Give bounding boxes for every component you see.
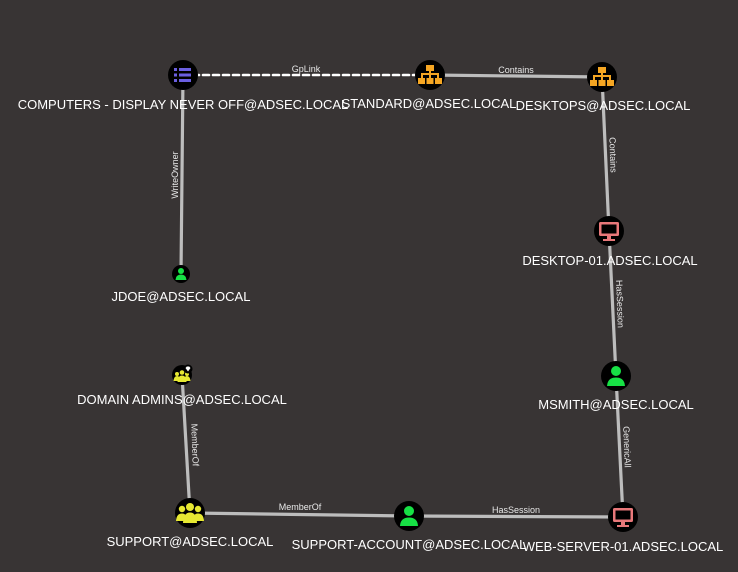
user-icon [400, 506, 418, 526]
node-jdoe[interactable]: JDOE@ADSEC.LOCAL [112, 265, 251, 304]
node-gpo[interactable]: COMPUTERS - DISPLAY NEVER OFF@ADSEC.LOCA… [18, 60, 349, 112]
node-label: STANDARD@ADSEC.LOCAL [342, 96, 517, 111]
node-desktop-01[interactable]: DESKTOP-01.ADSEC.LOCAL [522, 216, 698, 268]
node-support-account[interactable]: SUPPORT-ACCOUNT@ADSEC.LOCAL [292, 501, 527, 552]
edge-hassession-webserver-supportaccount[interactable]: HasSession [407, 505, 625, 519]
edge-label: HasSession [614, 280, 626, 328]
edge-genericall[interactable]: GenericAll [614, 374, 633, 519]
edge-memberof-support-domainadmins[interactable]: MemberOf [180, 373, 201, 515]
edge-contains-desktops-desktop01[interactable]: Contains [600, 75, 619, 233]
edge-memberof-supportaccount-support[interactable]: MemberOf [188, 502, 411, 518]
edge-gplink[interactable]: GpLink [181, 64, 432, 77]
user-icon [607, 366, 625, 386]
node-domain-admins[interactable]: DOMAIN ADMINS@ADSEC.LOCAL [77, 364, 287, 408]
node-label: JDOE@ADSEC.LOCAL [112, 289, 251, 304]
user-icon [175, 268, 187, 280]
edge-label: Contains [498, 65, 534, 75]
edge-hassession-desktop01-msmith[interactable]: HasSession [607, 229, 626, 378]
users-icon [176, 503, 204, 523]
edge-label: GpLink [292, 64, 321, 74]
node-label: DESKTOP-01.ADSEC.LOCAL [522, 253, 697, 268]
edge-label: Contains [607, 137, 618, 173]
node-label: WEB-SERVER-01.ADSEC.LOCAL [523, 539, 724, 554]
node-label: DOMAIN ADMINS@ADSEC.LOCAL [77, 392, 287, 407]
node-msmith[interactable]: MSMITH@ADSEC.LOCAL [538, 361, 694, 412]
node-web-server-01[interactable]: WEB-SERVER-01.ADSEC.LOCAL [523, 502, 724, 554]
node-label: SUPPORT-ACCOUNT@ADSEC.LOCAL [292, 537, 527, 552]
gem-users-icon [173, 370, 191, 382]
diamond-icon [183, 364, 193, 374]
node-label: COMPUTERS - DISPLAY NEVER OFF@ADSEC.LOCA… [18, 97, 349, 112]
node-label: DESKTOPS@ADSEC.LOCAL [516, 98, 691, 113]
edge-label: MemberOf [279, 502, 322, 512]
edge-label: HasSession [492, 505, 540, 515]
edge-label: GenericAll [621, 426, 632, 468]
node-label: SUPPORT@ADSEC.LOCAL [107, 534, 274, 549]
list-icon [174, 68, 191, 82]
edge-writeowner[interactable]: WriteOwner [170, 73, 185, 276]
desktop-icon [599, 222, 619, 241]
edge-label: MemberOf [189, 423, 200, 466]
edge-label: WriteOwner [170, 151, 180, 198]
node-label: MSMITH@ADSEC.LOCAL [538, 397, 694, 412]
edge-contains-standard-desktops[interactable]: Contains [428, 65, 604, 79]
node-standard-ou[interactable]: STANDARD@ADSEC.LOCAL [342, 60, 517, 111]
node-support-group[interactable]: SUPPORT@ADSEC.LOCAL [107, 498, 274, 549]
desktop-icon [613, 508, 633, 527]
sitemap-icon [590, 67, 614, 86]
node-desktops-ou[interactable]: DESKTOPS@ADSEC.LOCAL [516, 62, 691, 113]
sitemap-icon [418, 65, 442, 84]
